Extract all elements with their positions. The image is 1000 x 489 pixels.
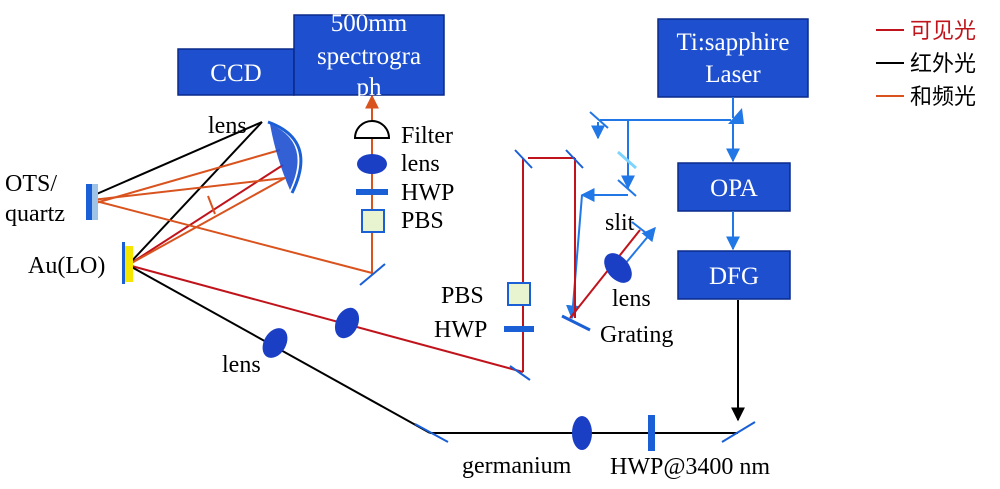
vis-to-sample [127,264,524,373]
sfg-to-ots-b [91,149,281,205]
turn-mirror-icon [617,179,637,197]
vis-hwp-icon [504,326,534,332]
germanium-lens-icon [572,416,592,450]
label-ots-line1: OTS/ [5,171,57,197]
label-lens-ir: lens [222,352,261,378]
laser-label-line2: Laser [705,61,761,88]
label-au: Au(LO) [28,253,105,279]
beam-splitter-icon [728,108,744,124]
vis-pbs-icon [507,282,531,306]
legend-label-sfg: 和频光 [910,85,976,110]
beam-to-grating [566,194,583,320]
label-lens-top: lens [208,113,247,139]
ir-mirror-icon [414,423,449,443]
label-germanium: germanium [462,453,572,479]
sfg-to-ots-a [91,177,286,201]
spectrograph-label-line3: ph [357,74,383,101]
ccd-box: CCD [177,48,295,96]
pump-beam-path [566,97,740,320]
ir-hwp-icon [648,415,655,451]
sfg-to-detector [91,199,373,274]
label-hwp-vis: HWP [434,317,487,343]
detector-pbs-icon [361,209,385,233]
vis-mirror-3-icon [509,365,531,381]
detector-lens-icon [357,154,387,174]
vis-mirror-1-icon [514,149,533,169]
dfg-box: DFG [677,250,791,300]
mirror-body-icon [270,124,298,190]
spectrograph-box: 500mm spectrogra ph [293,10,445,101]
au-sample-icon [125,246,133,282]
opa-label: OPA [710,175,758,202]
sfg-tick [207,195,216,215]
label-hwp-detector: HWP [401,180,454,206]
grating-icon [561,314,591,332]
vis-mirror-2-icon [565,149,584,169]
ir-to-ots [91,121,263,197]
legend-label-visible: 可见光 [910,19,976,44]
filter-icon [353,120,391,139]
label-slit: slit [605,210,635,236]
spectrograph-label-line1: 500mm [331,10,408,37]
label-ots-line2: quartz [5,201,65,227]
grating-lens-icon [604,253,632,283]
ir-lens-icon [262,328,288,358]
dfg-label: DFG [709,263,759,290]
detector-hwp-icon [356,189,388,195]
label-grating: Grating [600,322,673,348]
dfg-mirror-icon [721,421,756,443]
ots-holder-icon [86,184,92,220]
label-lens-detector: lens [401,151,440,177]
legend: 可见光 红外光 和频光 [876,19,976,110]
laser-label-line1: Ti:sapphire [677,29,790,56]
legend-label-infrared: 红外光 [910,52,976,77]
ir-reflect [127,121,263,266]
label-filter: Filter [401,123,453,149]
pickoff-mirror-icon [617,150,637,170]
label-lens-grating: lens [612,286,651,312]
label-pbs-vis: PBS [441,283,484,309]
visible-beam-path [127,157,641,373]
detector-mirror-icon [359,263,386,286]
slit-icon [631,221,651,237]
au-holder-icon [122,242,125,284]
sfg-from-au [127,177,286,266]
label-pbs-detector: PBS [401,208,444,234]
quartz-sample-icon [92,184,98,220]
vis-lens-icon [334,307,360,339]
spectrograph-label-line2: spectrogra [317,43,421,70]
laser-box: Ti:sapphire Laser [657,18,809,98]
grating-to-slit-beam [569,229,641,319]
concave-mirror-icon [267,120,303,194]
delay-mirror-icon [589,111,609,129]
label-hwp-ir: HWP@3400 nm [610,454,770,480]
ccd-label: CCD [210,60,261,87]
opa-box: OPA [677,162,791,212]
